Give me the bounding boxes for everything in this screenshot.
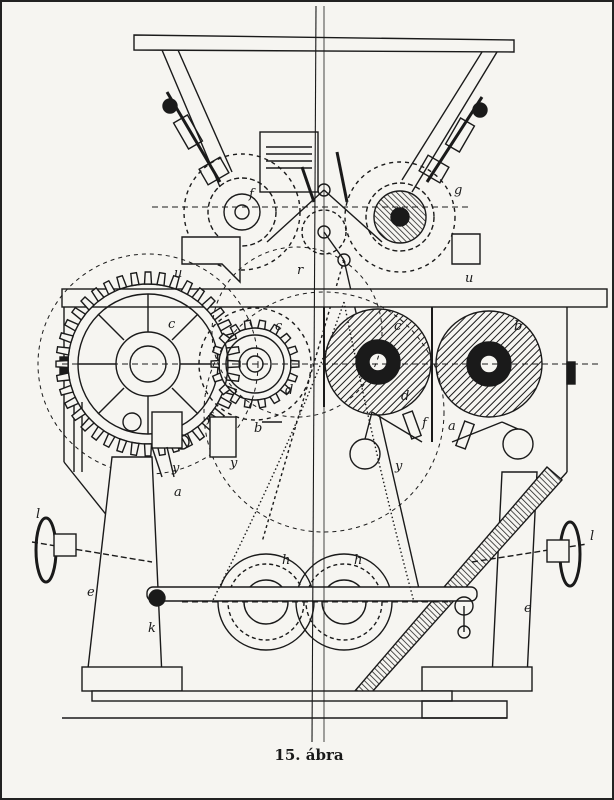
- bottom-connecting-rod: [146, 586, 478, 639]
- label-d-gear: d: [285, 383, 294, 398]
- gear-tooth: [209, 306, 226, 321]
- label-u-left: u: [174, 266, 183, 281]
- gear-tooth: [58, 332, 74, 344]
- gear-tooth: [156, 271, 166, 287]
- gear-tooth: [80, 416, 96, 432]
- gear-tooth: [191, 286, 206, 303]
- right-handle: [471, 520, 588, 588]
- pinion-tooth: [256, 319, 267, 331]
- gear-tooth: [63, 396, 80, 410]
- left-adjusting-screw: [162, 91, 230, 186]
- label-y-right: y: [395, 459, 403, 474]
- label-c-roll: c: [394, 319, 402, 334]
- dashed-center-lines: [62, 206, 602, 603]
- pinion-tooth: [256, 397, 267, 409]
- label-a-right: a: [448, 419, 456, 434]
- pinion-tooth: [268, 392, 281, 405]
- label-b-right: b: [514, 319, 523, 334]
- frame-legs: [81, 456, 538, 692]
- right-adjusting-screw: [418, 96, 488, 184]
- pinion-tooth: [229, 323, 242, 336]
- center-axis-line: [311, 5, 317, 743]
- left-handle: [31, 516, 153, 584]
- gear-tooth: [63, 318, 80, 332]
- gear-tooth: [80, 296, 96, 312]
- pinion-tooth: [229, 392, 242, 405]
- gear-tooth: [90, 286, 105, 303]
- gear-tooth: [70, 407, 87, 422]
- gear-tooth: [116, 274, 128, 290]
- drive-chains: [211, 301, 415, 603]
- label-h-left: h: [282, 553, 291, 568]
- label-k: k: [148, 621, 156, 636]
- pinion-tooth: [286, 345, 299, 356]
- pinion-tooth: [279, 332, 292, 345]
- weighted-levers: [349, 410, 534, 470]
- gear-tooth: [55, 346, 71, 356]
- label-y-mid: y: [230, 456, 238, 471]
- gear-tooth: [102, 432, 116, 449]
- gear-tooth: [130, 271, 140, 287]
- label-d-roll: d: [401, 389, 410, 404]
- gear-tooth: [200, 296, 216, 312]
- label-f-right: f: [422, 416, 427, 431]
- label-e-left: e: [87, 585, 95, 600]
- label-g: g: [454, 183, 463, 198]
- label-y-left: y: [172, 461, 180, 476]
- label-f-left: f: [207, 411, 212, 426]
- label-e-right: e: [524, 601, 532, 616]
- gear-tooth: [55, 372, 71, 382]
- label-u-right: u: [465, 271, 474, 286]
- pinion-tooth: [279, 383, 292, 396]
- label-r: r: [297, 263, 304, 278]
- pinion-tooth: [218, 332, 231, 345]
- gear-tooth: [216, 396, 233, 410]
- label-a-left: a: [174, 485, 182, 500]
- pinion-gear: [198, 307, 312, 421]
- right-grinding-roll: [435, 310, 543, 418]
- label-c-mid: c: [275, 319, 283, 334]
- gear-tooth: [58, 384, 74, 396]
- gear-tooth: [216, 318, 233, 332]
- gear-tooth: [143, 271, 153, 285]
- gear-tooth: [90, 425, 105, 442]
- gear-tooth: [168, 274, 180, 290]
- pinion-tooth: [211, 372, 224, 383]
- label-h-right: h: [354, 553, 363, 568]
- label-f-top: f: [249, 187, 254, 202]
- left-pawl-assembly: [122, 411, 282, 478]
- gear-tooth: [143, 443, 153, 457]
- pinion-tooth: [218, 383, 231, 396]
- pinion-tooth: [268, 323, 281, 336]
- guide-plates: [181, 233, 481, 284]
- label-b-mid: b: [254, 421, 263, 436]
- left-grinding-roll: [324, 308, 432, 416]
- label-l-left: l: [36, 507, 41, 522]
- figure-caption: 15. ábra: [274, 746, 344, 764]
- gear-tooth: [70, 306, 87, 321]
- base-rail: [62, 690, 508, 719]
- label-c-gear: c: [168, 317, 176, 332]
- pinion-tooth: [286, 372, 299, 383]
- gear-tooth: [180, 279, 194, 296]
- gear-tooth: [191, 425, 206, 442]
- label-l-right: l: [590, 529, 595, 544]
- gear-tooth: [116, 438, 128, 454]
- pinion-tooth: [211, 345, 224, 356]
- right-feed-roller: [344, 161, 456, 273]
- gear-tooth: [130, 441, 140, 457]
- gear-tooth: [102, 279, 116, 296]
